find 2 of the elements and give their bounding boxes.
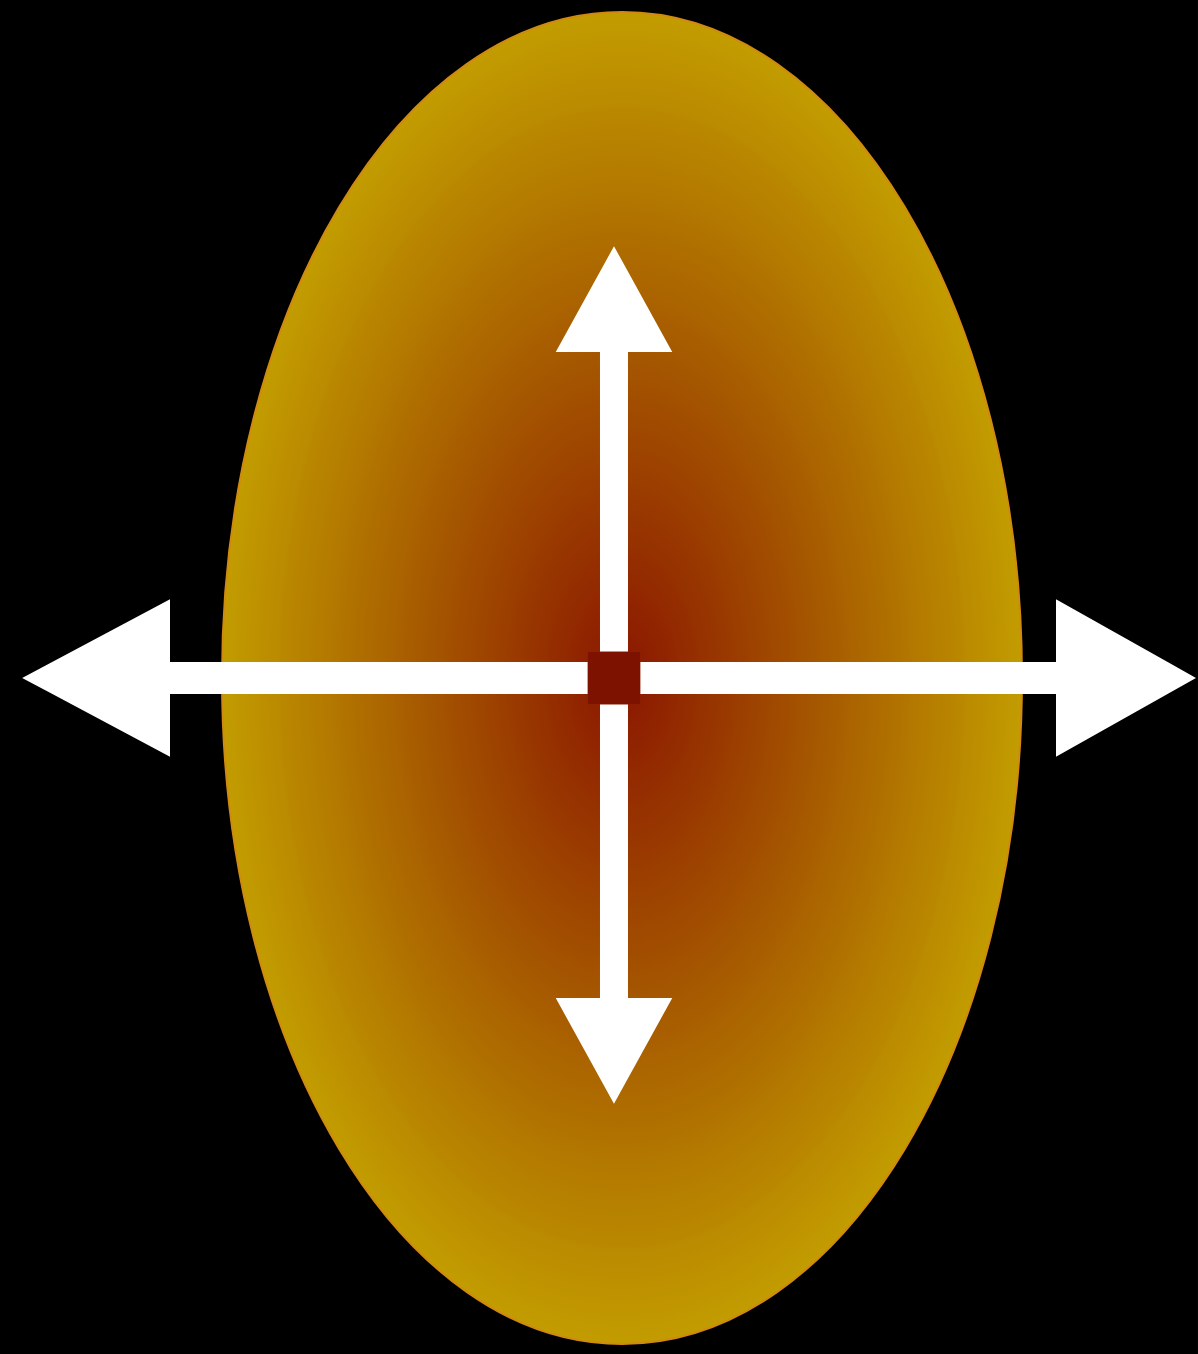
center-square [588,652,640,704]
ellipse [221,11,1023,1345]
